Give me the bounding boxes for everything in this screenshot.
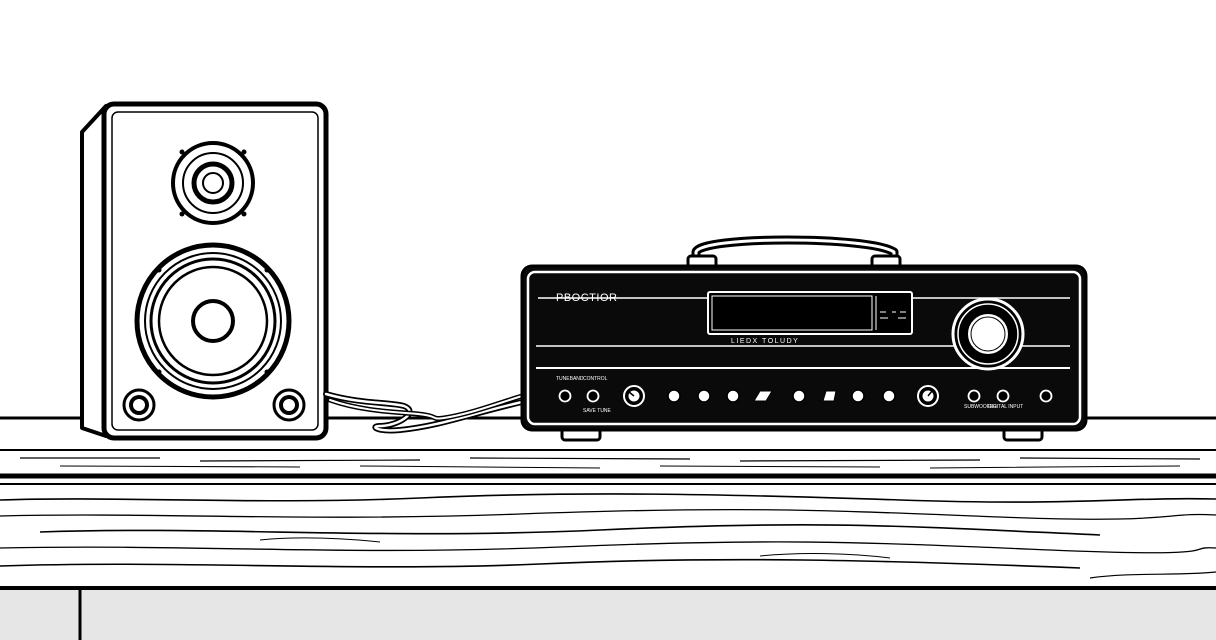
control-button[interactable] bbox=[586, 389, 600, 403]
receiver-subtitle: LIEDX TOLUDY bbox=[731, 338, 799, 345]
digital-input-button[interactable] bbox=[996, 389, 1010, 403]
tuneband-button[interactable] bbox=[558, 389, 572, 403]
receiver-brand: PBOCTIOR bbox=[556, 292, 617, 304]
floor bbox=[0, 588, 1216, 640]
input-button-8[interactable] bbox=[882, 389, 896, 403]
input-button-5[interactable] bbox=[792, 389, 806, 403]
subwoofer-button[interactable] bbox=[967, 389, 981, 403]
tuning-knob[interactable] bbox=[623, 385, 645, 407]
bass-port-left bbox=[122, 388, 156, 422]
input-button-6[interactable] bbox=[822, 390, 837, 402]
label-save-tune: SAVE TUNE bbox=[583, 408, 612, 414]
label-digital-input: DIGITAL INPUT bbox=[988, 404, 1023, 410]
power-button[interactable] bbox=[1039, 389, 1053, 403]
woofer bbox=[134, 242, 292, 400]
wood-shelf bbox=[0, 416, 1216, 590]
bass-port-right bbox=[272, 388, 306, 422]
input-button-7[interactable] bbox=[851, 389, 865, 403]
input-button-2[interactable] bbox=[697, 389, 711, 403]
input-button-3[interactable] bbox=[726, 389, 740, 403]
label-control: CONTROL bbox=[583, 376, 608, 382]
input-button-1[interactable] bbox=[667, 389, 681, 403]
tweeter bbox=[171, 141, 255, 225]
speaker bbox=[80, 101, 329, 441]
input-button-4[interactable] bbox=[753, 390, 773, 402]
receiver: PBOCTIOR LIEDX TOLUDY TUNEBAND CONTROL S… bbox=[520, 235, 1088, 442]
display-panel[interactable] bbox=[707, 291, 913, 335]
label-tuneband: TUNEBAND bbox=[556, 376, 584, 382]
input-buttons bbox=[667, 389, 896, 403]
balance-knob[interactable] bbox=[917, 385, 939, 407]
cable bbox=[323, 391, 525, 434]
volume-knob[interactable] bbox=[951, 297, 1025, 371]
receiver-body bbox=[520, 264, 1088, 432]
label-subwoofer: SUBWOOFER bbox=[964, 404, 997, 410]
